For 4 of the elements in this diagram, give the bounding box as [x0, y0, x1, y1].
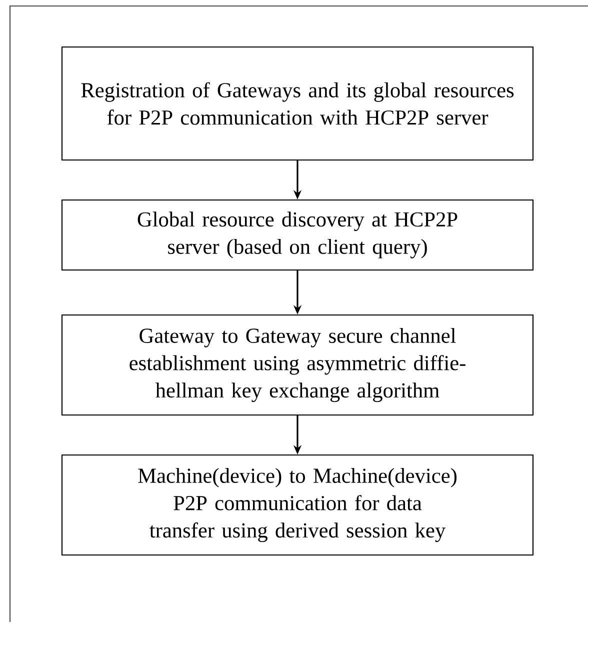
process-box: Machine(device) to Machine(device) P2P communication for data transfer using derived session key — [61, 454, 534, 556]
process-box: Registration of Gateways and its global resources for P2P communication with HCP2P server — [61, 46, 534, 161]
process-box: Gateway to Gateway secure channel establishment using asymmetric diffie-hellman key exchange algorithm — [61, 314, 534, 416]
process-box: Global resource discovery at HCP2P server (based on client query) — [61, 199, 534, 271]
